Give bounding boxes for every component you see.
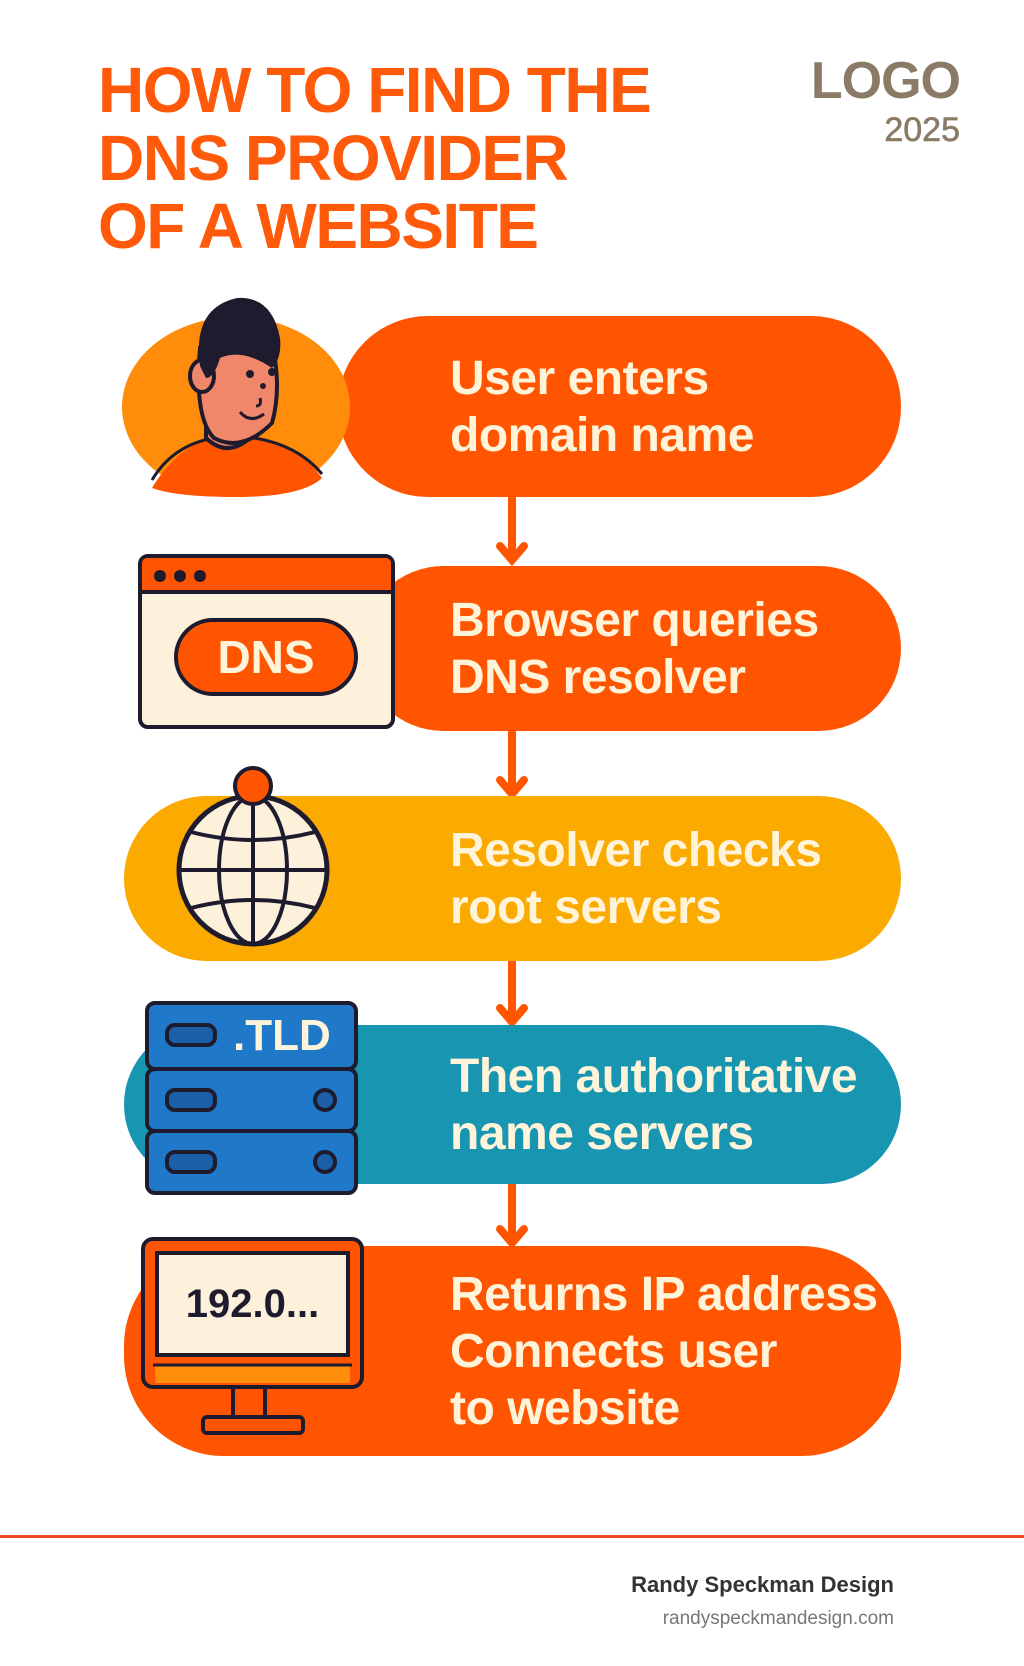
- step-line: DNS resolver: [450, 650, 746, 704]
- ip-address-display: 192.0...: [185, 1281, 320, 1326]
- footer-url[interactable]: randyspeckmandesign.com: [662, 1608, 894, 1629]
- arrow-down-icon: [496, 728, 528, 800]
- step-line: Browser queries: [450, 593, 819, 647]
- step-text: Resolver checks root servers: [450, 796, 822, 961]
- step-line: to website: [450, 1381, 680, 1435]
- step-line: domain name: [450, 408, 754, 462]
- step-text: User enters domain name: [450, 316, 754, 497]
- title-line: HOW TO FIND THE: [98, 54, 652, 126]
- arrow-down-icon: [496, 958, 528, 1028]
- step-line: Resolver checks: [450, 823, 822, 877]
- footer-divider: [0, 1535, 1024, 1538]
- step-line: Connects user: [450, 1324, 777, 1378]
- logo-year: 2025: [884, 111, 960, 150]
- step-line: Then authoritative: [450, 1049, 858, 1103]
- step-line: Returns IP address: [450, 1267, 878, 1321]
- step-pill: [361, 566, 901, 731]
- step-text: Browser queries DNS resolver: [450, 566, 819, 731]
- tld-label: .TLD: [233, 1011, 331, 1060]
- step-pill: [338, 316, 901, 497]
- server-rack-icon: .TLD: [145, 1001, 358, 1195]
- title-line: OF A WEBSITE: [98, 190, 539, 262]
- step-line: name servers: [450, 1106, 754, 1160]
- step-line: User enters: [450, 351, 709, 405]
- footer-author: Randy Speckman Design: [631, 1572, 894, 1597]
- step-text: Returns IP address Connects user to webs…: [450, 1246, 878, 1456]
- user-avatar-icon: [122, 297, 350, 497]
- step-line: root servers: [450, 880, 722, 934]
- title-line: DNS PROVIDER: [98, 122, 569, 194]
- dns-badge: DNS: [217, 631, 315, 683]
- arrow-down-icon: [496, 494, 528, 566]
- arrow-down-icon: [496, 1181, 528, 1249]
- logo: LOGO 2025: [810, 52, 961, 150]
- page-title: HOW TO FIND THE DNS PROVIDER OF A WEBSIT…: [98, 54, 652, 262]
- browser-window-icon: DNS: [138, 554, 395, 729]
- step-text: Then authoritative name servers: [450, 1025, 858, 1184]
- monitor-icon: 192.0...: [141, 1237, 364, 1437]
- globe-icon: [176, 766, 330, 947]
- logo-text: LOGO: [810, 52, 961, 110]
